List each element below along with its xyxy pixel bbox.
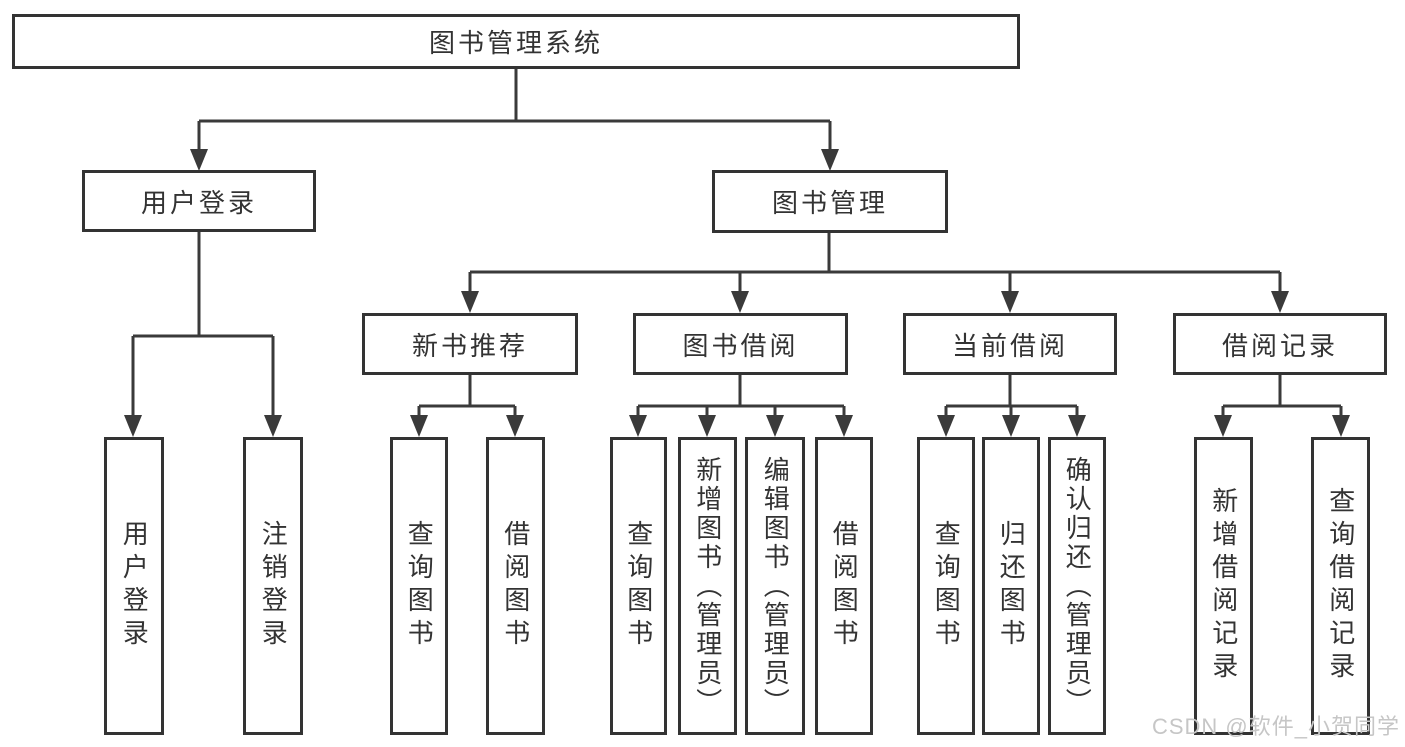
connector-new-book-recommend-to-leaves xyxy=(410,375,524,437)
arrowhead xyxy=(937,415,955,437)
node-label: 注销登录 xyxy=(258,520,289,652)
arrowhead xyxy=(1332,415,1350,437)
leaf-query-books-3: 查询图书 xyxy=(917,437,975,735)
leaf-user-login: 用户登录 xyxy=(104,437,164,735)
node-user-login: 用户登录 xyxy=(82,170,316,232)
leaf-borrow-books: 借阅图书 xyxy=(486,437,545,735)
arrowhead xyxy=(1002,415,1020,437)
connector-book-management-to-level3 xyxy=(461,233,1289,313)
arrowhead xyxy=(506,415,524,437)
arrowhead xyxy=(410,415,428,437)
arrowhead xyxy=(461,291,479,313)
node-label: 借阅图书 xyxy=(500,520,531,652)
connector-line xyxy=(1221,375,1343,416)
connector-line xyxy=(944,375,1079,416)
node-new-book-recommend: 新书推荐 xyxy=(362,313,578,375)
node-label: 查询图书 xyxy=(931,520,962,652)
arrowhead xyxy=(1068,415,1086,437)
connector-borrowing-records-to-leaves xyxy=(1214,375,1350,437)
leaf-edit-books-admin: 编辑图书（管理员） xyxy=(745,437,805,735)
connector-book-borrowing-to-leaves xyxy=(629,375,853,437)
node-label: 当前借阅 xyxy=(951,330,1068,361)
connector-line xyxy=(468,233,1282,292)
arrowhead xyxy=(124,415,142,437)
arrowhead xyxy=(1001,291,1019,313)
arrowhead xyxy=(835,415,853,437)
connector-current-borrowing-to-leaves xyxy=(937,375,1086,437)
node-library-management-system: 图书管理系统 xyxy=(12,14,1020,69)
node-label: 确认归还（管理员） xyxy=(1062,455,1093,717)
leaf-add-books-admin: 新增图书（管理员） xyxy=(678,437,737,735)
node-borrowing-records: 借阅记录 xyxy=(1173,313,1387,375)
arrowhead xyxy=(698,415,716,437)
connector-line xyxy=(197,68,832,150)
arrowhead xyxy=(190,149,208,171)
csdn-watermark: CSDN @软件_小贺同学 xyxy=(1151,714,1400,739)
node-label: 图书管理系统 xyxy=(428,28,603,58)
leaf-query-books: 查询图书 xyxy=(390,437,448,735)
node-label: 图书管理 xyxy=(771,188,888,218)
node-label: 查询图书 xyxy=(404,520,435,652)
connector-root-to-level2 xyxy=(190,68,839,171)
node-label: 归还图书 xyxy=(996,520,1027,652)
node-label: 图书借阅 xyxy=(682,330,799,361)
connector-line xyxy=(131,232,275,416)
arrowhead xyxy=(821,149,839,171)
node-label: 查询图书 xyxy=(623,520,654,652)
arrowhead xyxy=(1214,415,1232,437)
node-label: 新增借阅记录 xyxy=(1208,487,1239,685)
leaf-confirm-return-admin: 确认归还（管理员） xyxy=(1048,437,1106,735)
node-label: 用户登录 xyxy=(140,187,257,218)
leaf-borrow-books-2: 借阅图书 xyxy=(815,437,873,735)
arrowhead xyxy=(766,415,784,437)
node-book-management: 图书管理 xyxy=(712,170,948,233)
leaf-return-books: 归还图书 xyxy=(982,437,1040,735)
connector-user-login-to-leaves xyxy=(124,232,282,437)
node-book-borrowing: 图书借阅 xyxy=(633,313,848,375)
arrowhead xyxy=(1271,291,1289,313)
leaf-query-books-2: 查询图书 xyxy=(610,437,667,735)
node-label: 编辑图书（管理员） xyxy=(760,455,791,717)
leaf-logout: 注销登录 xyxy=(243,437,303,735)
connector-line xyxy=(636,375,846,416)
node-label: 新增图书（管理员） xyxy=(692,455,723,717)
arrowhead xyxy=(629,415,647,437)
leaf-query-borrow-record: 查询借阅记录 xyxy=(1311,437,1370,735)
arrowhead xyxy=(731,291,749,313)
node-current-borrowing: 当前借阅 xyxy=(903,313,1117,375)
leaf-add-borrow-record: 新增借阅记录 xyxy=(1194,437,1253,735)
node-label: 查询借阅记录 xyxy=(1325,487,1356,685)
connector-line xyxy=(417,375,517,416)
node-label: 借阅图书 xyxy=(829,520,860,652)
node-label: 用户登录 xyxy=(119,520,150,652)
node-label: 借阅记录 xyxy=(1221,330,1338,361)
arrowhead xyxy=(264,415,282,437)
node-label: 新书推荐 xyxy=(411,330,528,361)
